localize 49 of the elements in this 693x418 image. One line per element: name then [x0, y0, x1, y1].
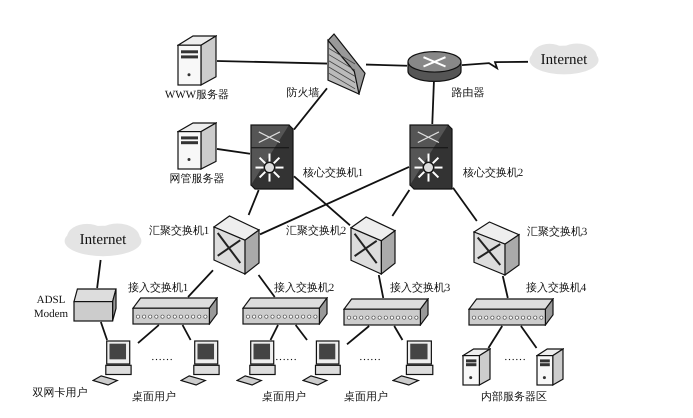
- connection-line: [258, 274, 276, 298]
- group-label: 内部服务器区: [480, 390, 548, 404]
- device-label: 汇聚交换机3: [526, 225, 588, 239]
- connection-line: [270, 324, 279, 340]
- connection-line: [452, 187, 478, 222]
- connection-line: [216, 60, 328, 64]
- connection-line: [431, 82, 435, 124]
- connection-line: [520, 325, 538, 349]
- group-label: ……: [274, 350, 298, 364]
- group-label: 桌面用户: [131, 390, 177, 404]
- device-label: 汇聚交换机1: [148, 224, 210, 238]
- connection-line: [100, 322, 108, 340]
- connection-line: [378, 274, 384, 298]
- group-label: ……: [358, 350, 382, 364]
- device-label: 汇聚交换机2: [284, 224, 348, 238]
- group-label: ……: [150, 350, 174, 364]
- connection-line: [294, 324, 308, 341]
- connection-line: [137, 324, 160, 344]
- connection-line: [462, 60, 528, 70]
- connection-line: [488, 326, 503, 348]
- device-label: 核心交换机1: [302, 166, 364, 180]
- connection-line: [248, 190, 260, 216]
- device-label: Internet: [540, 53, 588, 67]
- connection-line: [293, 176, 351, 226]
- device-label: 双网卡用户: [32, 386, 88, 400]
- device-label: 接入交换机3: [388, 281, 452, 295]
- group-label: 桌面用户: [261, 390, 307, 404]
- connection-line: [182, 324, 192, 340]
- connection-line: [346, 325, 370, 346]
- device-label: Internet: [78, 233, 128, 247]
- connection-line: [187, 270, 214, 298]
- connection-line: [392, 190, 410, 216]
- connection-line: [293, 88, 328, 130]
- device-label: ADSL Modem: [32, 293, 70, 321]
- connection-line: [502, 276, 509, 298]
- device-label: 核心交换机2: [462, 166, 524, 180]
- device-label: 接入交换机1: [126, 281, 190, 295]
- device-label: WWW服务器: [164, 88, 230, 102]
- device-label: 网管服务器: [168, 172, 226, 186]
- group-label: ……: [503, 350, 527, 364]
- device-label: 路由器: [450, 86, 486, 100]
- connection-line: [366, 64, 408, 67]
- connection-line: [96, 260, 102, 288]
- group-label: 桌面用户: [343, 390, 389, 404]
- device-label: 接入交换机2: [272, 281, 336, 295]
- device-label: 防火墙: [286, 86, 320, 100]
- connection-line: [216, 148, 250, 155]
- device-label: 接入交换机4: [524, 281, 588, 295]
- connection-line: [393, 326, 404, 340]
